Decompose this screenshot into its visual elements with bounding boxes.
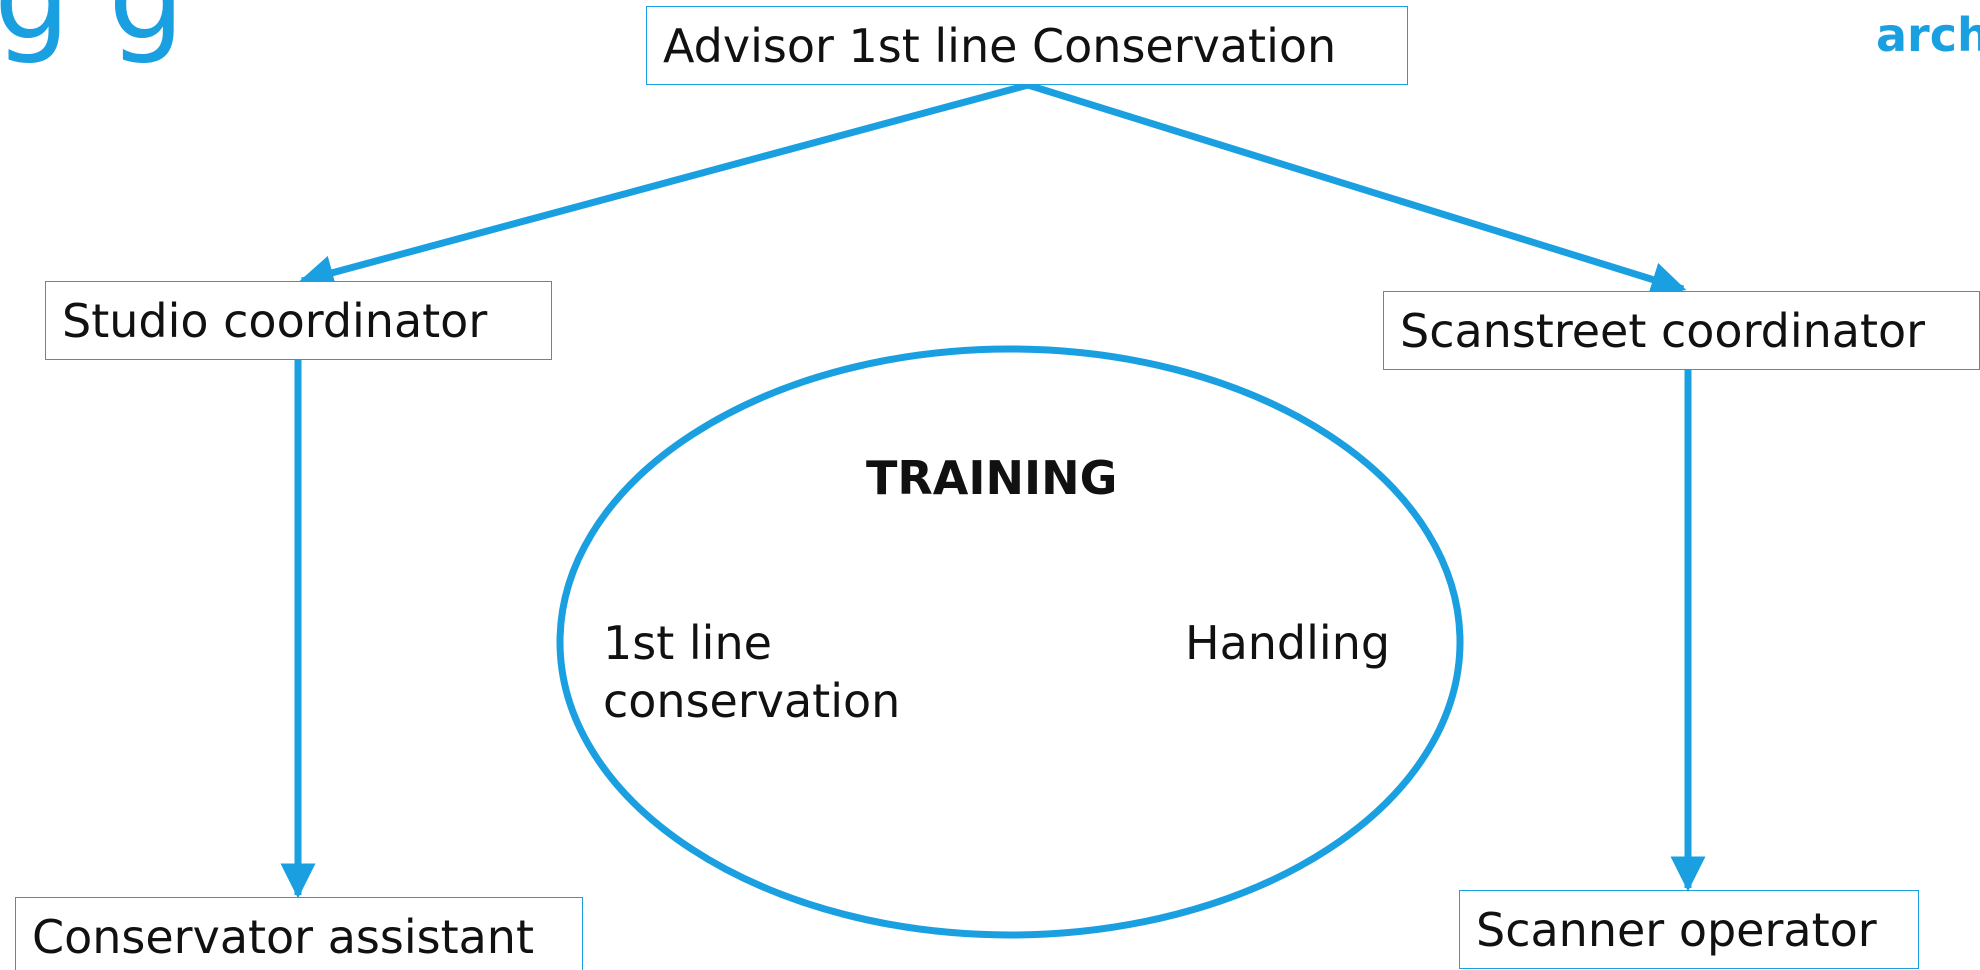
role-scanner-operator: Scanner operator — [1459, 890, 1919, 969]
role-studio-coordinator: Studio coordinator — [45, 281, 552, 360]
role-scanstreet-coordinator: Scanstreet coordinator — [1383, 291, 1980, 370]
brand-logo-fragment: arch — [1876, 8, 1980, 62]
training-item-handling: Handling — [1185, 616, 1391, 670]
training-title: TRAINING — [866, 451, 1118, 505]
arrow-top-to-studio — [298, 81, 1029, 290]
page-heading-fragment: g g — [0, 0, 185, 58]
arrow-top-to-scanstreet — [1026, 81, 1687, 297]
role-conservator-assistant: Conservator assistant — [15, 897, 583, 970]
training-ellipse — [556, 345, 1464, 939]
role-advisor-1st-line-conservation: Advisor 1st line Conservation — [646, 6, 1408, 85]
training-item-1st-line-conservation: 1st line conservation — [603, 616, 901, 728]
